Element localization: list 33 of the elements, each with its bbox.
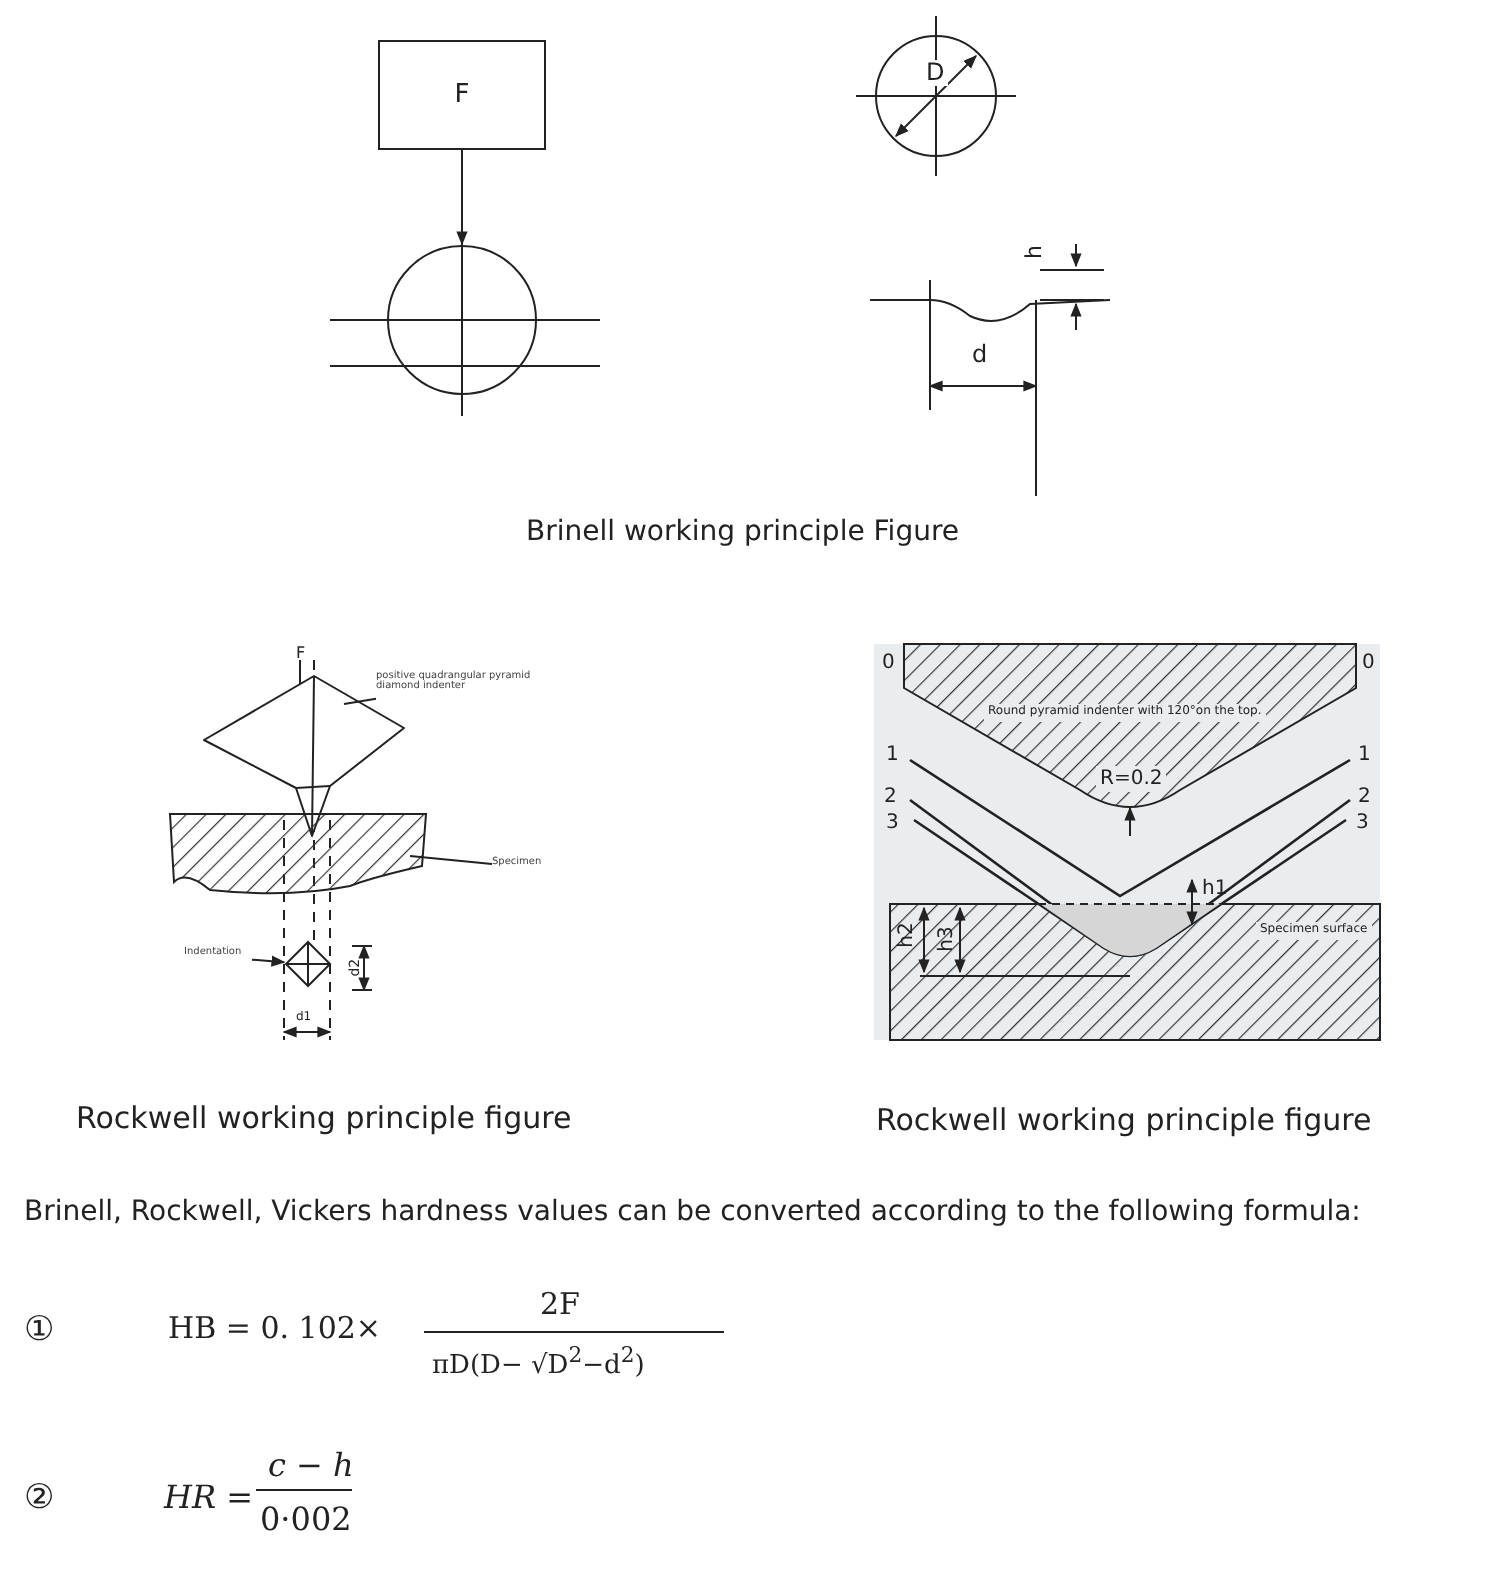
formula-denominator: 0·002: [260, 1502, 352, 1538]
figure-caption: Rockwell working principle figure: [76, 1102, 572, 1135]
position-number: 0: [1362, 652, 1375, 674]
position-number: 1: [886, 744, 899, 766]
dimension-label: h3: [935, 926, 958, 952]
position-number: 1: [1358, 744, 1371, 766]
dimension-label: R=0.2: [1096, 766, 1167, 792]
formula-denominator: πD(D− √D$^{2}$−d$^{2}$): [432, 1344, 645, 1382]
position-number: 2: [884, 786, 897, 808]
force-label: F: [296, 646, 306, 664]
figure-caption: Brinell working principle Figure: [526, 518, 960, 549]
leader-line: [343, 697, 377, 705]
formula-text: HB = 0. 102×: [168, 1312, 381, 1345]
position-number: 3: [886, 812, 899, 834]
position-number: 0: [882, 652, 895, 674]
formula-numerator: c − h: [268, 1448, 354, 1484]
dimension-label: d: [972, 342, 988, 369]
force-box: F: [378, 40, 546, 150]
arrow: [456, 149, 468, 246]
arrow: [251, 955, 286, 967]
position-number: 3: [1356, 812, 1369, 834]
leader-line: [409, 855, 493, 866]
body-text: Brinell, Rockwell, Vickers hardness values can be converted according to the following formula:: [24, 1198, 1361, 1229]
formula-text: HR =: [164, 1480, 253, 1516]
position-number: 2: [1358, 786, 1371, 808]
figure-caption: Rockwell working principle figure: [876, 1104, 1372, 1137]
dimension-label: h1: [1202, 878, 1228, 900]
dimension-label: h: [1022, 245, 1048, 260]
formula-numerator: 2F: [540, 1288, 580, 1321]
step-number: ②: [24, 1480, 55, 1518]
step-number: ①: [24, 1312, 55, 1350]
dimension-label: D: [922, 60, 949, 87]
dimension-label: h2: [895, 922, 918, 948]
